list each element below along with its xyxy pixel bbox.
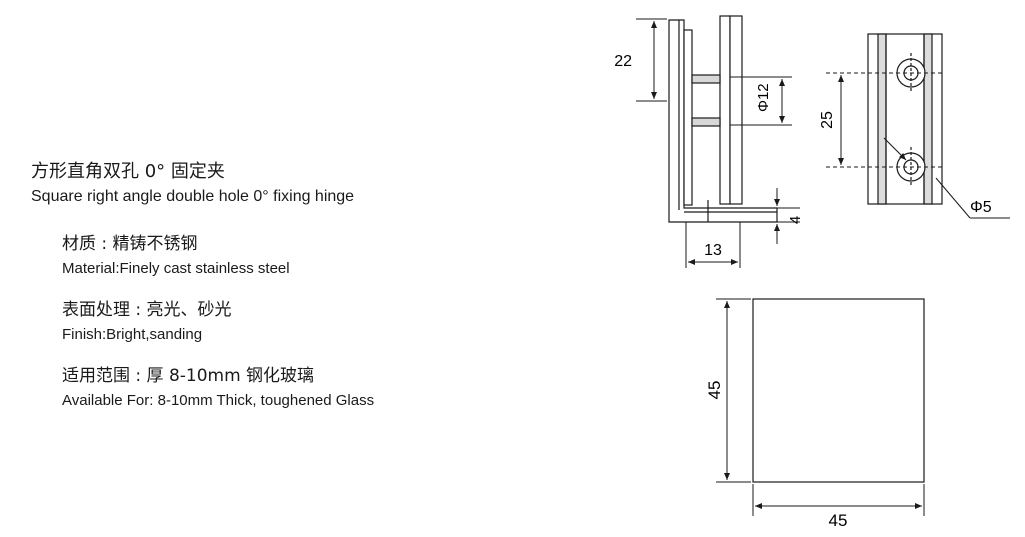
plate-view [752,298,925,483]
dim-45-vertical-label: 45 [705,381,724,400]
product-title-en: Square right angle double hole 0° fixing… [31,188,355,205]
dim-45-horizontal-label: 45 [829,511,848,530]
spec-finish-en: Finish:Bright,sanding [62,326,203,343]
dim-25 [826,72,944,168]
dim-13 [685,222,741,268]
spec-usage-cn: 适用范围 : 厚 8-10mm 钢化玻璃 [62,366,315,386]
dim-45-vertical [716,298,751,483]
front-view [867,33,943,205]
dim-4-label: 4 [787,216,804,224]
spec-usage-en: Available For: 8-10mm Thick, toughened G… [62,392,375,409]
dim-25-label: 25 [819,111,836,129]
side-view [668,15,778,223]
dim-22 [636,18,667,102]
dim-phi5-label: Φ5 [970,199,992,216]
spec-finish-cn: 表面处理 : 亮光、砂光 [62,300,232,320]
dim-45-horizontal [752,484,925,516]
spec-material-cn: 材质 : 精铸不锈钢 [62,234,198,254]
spec-material-en: Material:Finely cast stainless steel [62,260,290,277]
dim-phi5 [883,137,1010,219]
dim-4 [774,188,800,244]
dim-phi12 [730,76,792,126]
dim-phi12-label: Φ12 [755,83,772,112]
product-title-cn: 方形直角双孔 0° 固定夹 [31,161,225,182]
dim-13-label: 13 [704,242,722,259]
dim-22-label: 22 [614,53,632,70]
